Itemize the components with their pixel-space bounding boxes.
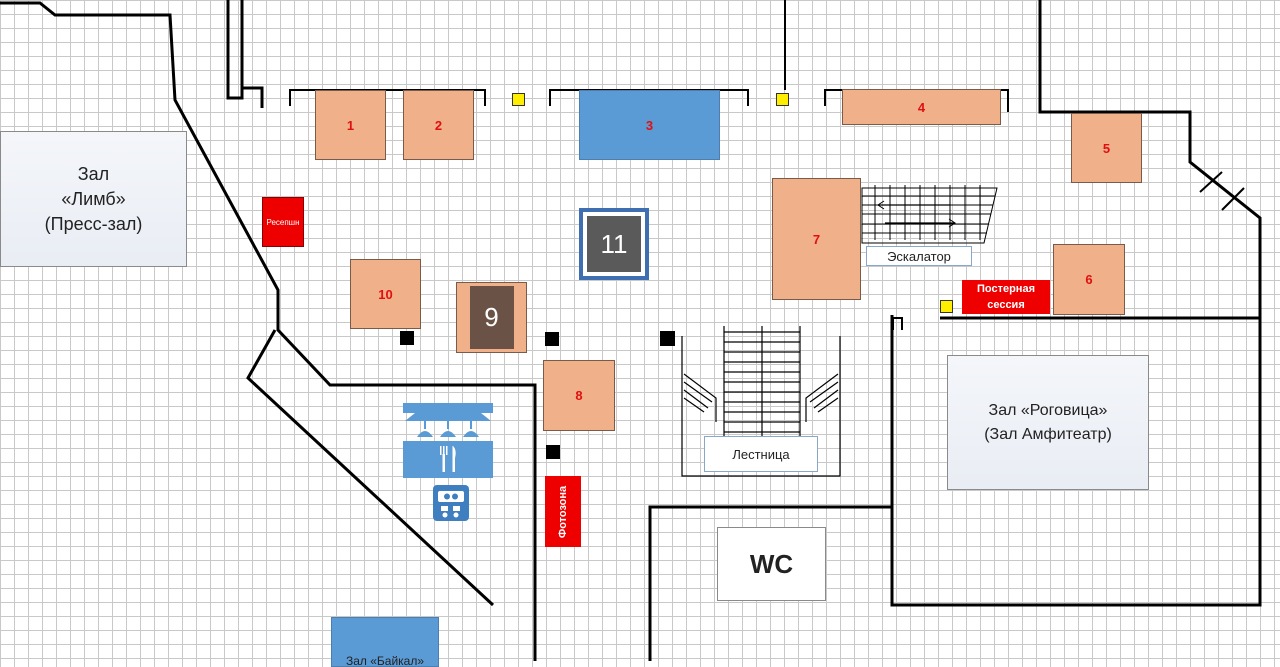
booth-7-label: 7 xyxy=(812,231,821,247)
booth-11[interactable]: 11 xyxy=(579,208,649,280)
marker-yellow xyxy=(512,93,525,106)
booth-9-label: 9 xyxy=(484,302,499,332)
booth-11-label: 11 xyxy=(600,228,628,259)
booth-5[interactable]: 5 xyxy=(1071,113,1142,183)
pillar xyxy=(545,332,559,346)
booth-3-label: 3 xyxy=(645,117,654,133)
room-limb-line1: Зал xyxy=(77,163,110,184)
room-baikal[interactable]: Зал «Байкал» xyxy=(331,617,439,667)
room-rogovitsa-line1: Зал «Роговица» xyxy=(988,401,1108,419)
marker-yellow xyxy=(776,93,789,106)
booth-5-label: 5 xyxy=(1102,140,1111,156)
escalator-label: Эскалатор xyxy=(887,248,951,264)
booth-9-inner: 9 xyxy=(469,286,514,349)
room-limb[interactable]: Зал «Лимб» (Пресс-зал) xyxy=(0,131,187,267)
cafe-area[interactable] xyxy=(403,403,493,478)
booth-7[interactable]: 7 xyxy=(772,178,861,300)
booth-4-label: 4 xyxy=(917,99,926,115)
booth-9[interactable]: 9 xyxy=(456,282,527,353)
room-wc[interactable]: WC xyxy=(717,527,826,601)
staircase-icon xyxy=(681,326,841,477)
atm-icon[interactable] xyxy=(433,485,469,521)
pillar xyxy=(400,331,414,345)
marker-yellow xyxy=(940,300,953,313)
room-limb-line2: «Лимб» xyxy=(61,188,126,209)
booth-4[interactable]: 4 xyxy=(842,89,1001,125)
booth-6-label: 6 xyxy=(1085,272,1093,287)
pillar xyxy=(546,445,560,459)
booth-8[interactable]: 8 xyxy=(543,360,615,431)
room-rogovitsa-line2: (Зал Амфитеатр) xyxy=(984,425,1112,443)
booth-1-label: 1 xyxy=(346,117,355,133)
stairs-label-box: Лестница xyxy=(704,436,818,472)
booth-11-inner: 11 xyxy=(587,216,641,272)
booth-10-label: 10 xyxy=(378,286,393,302)
escalator-label-box: Эскалатор xyxy=(866,246,972,266)
booth-8-label: 8 xyxy=(575,388,583,403)
room-rogovitsa[interactable]: Зал «Роговица» (Зал Амфитеатр) xyxy=(947,355,1149,490)
booth-1[interactable]: 1 xyxy=(315,90,386,160)
stairs-label: Лестница xyxy=(732,446,790,462)
reception-label: Ресепшн xyxy=(266,217,300,227)
room-wc-label: WC xyxy=(749,548,794,579)
poster-session-tag[interactable]: Постерная сессия xyxy=(962,280,1050,314)
booth-2-label: 2 xyxy=(434,117,443,133)
booth-10[interactable]: 10 xyxy=(350,259,421,329)
escalator-icon xyxy=(861,185,998,244)
cutlery-icon xyxy=(440,446,456,472)
photozone-tag[interactable]: Фотозона xyxy=(545,476,581,547)
photozone-label: Фотозона xyxy=(557,485,570,538)
room-limb-line3: (Пресс-зал) xyxy=(44,213,143,234)
reception-tag[interactable]: Ресепшн xyxy=(262,197,304,247)
booth-6[interactable]: 6 xyxy=(1053,244,1125,315)
booth-3[interactable]: 3 xyxy=(579,90,720,160)
poster-session-label: Постерная сессия xyxy=(976,283,1035,311)
booth-2[interactable]: 2 xyxy=(403,90,474,160)
pillar xyxy=(660,331,675,346)
